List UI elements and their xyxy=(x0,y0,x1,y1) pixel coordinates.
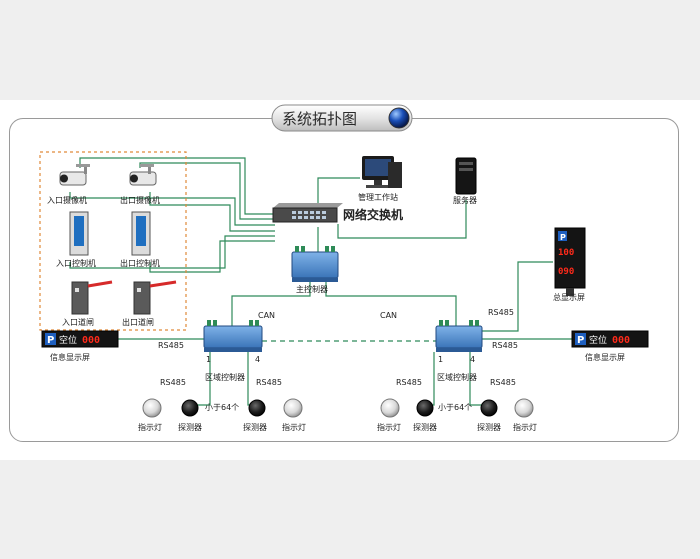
zone-left-port-4: 4 xyxy=(255,355,260,364)
lamp-label: 指示灯 xyxy=(513,422,537,432)
info-display-right: P 空位 000 xyxy=(571,330,649,348)
vacancy-label-right: 空位 xyxy=(589,334,607,346)
info-display-right-label: 信息显示屏 xyxy=(585,352,625,362)
globe-icon xyxy=(388,107,410,129)
vacancy-digits-left: 000 xyxy=(82,335,100,346)
detector-icon xyxy=(248,399,266,417)
entrance-camera-label: 入口摄像机 xyxy=(47,195,87,205)
zone-controller-right-label: 区域控制器 xyxy=(437,372,477,382)
parking-p-icon: P xyxy=(560,233,566,242)
server-label: 服务器 xyxy=(453,195,477,205)
exit-gate-label: 出口道闸 xyxy=(122,317,154,327)
entrance-controller-label: 入口控制机 xyxy=(56,258,96,268)
zone-controller-left xyxy=(203,320,263,352)
entrance-gate-label: 入口道闸 xyxy=(62,317,94,327)
indicator-lamp-icon xyxy=(514,398,534,418)
total-digits-1: 100 xyxy=(558,248,574,258)
detector-label: 探测器 xyxy=(243,422,267,432)
main-controller-label: 主控制器 xyxy=(296,284,328,294)
workstation-computer xyxy=(362,156,402,188)
entrance-barrier-gate xyxy=(71,280,113,315)
network-switch xyxy=(272,203,343,223)
server-tower xyxy=(455,157,477,195)
rs485-label-b: RS485 xyxy=(256,378,282,387)
entrance-camera xyxy=(59,164,90,186)
vacancy-label-left: 空位 xyxy=(59,334,77,346)
indicator-lamp-icon xyxy=(380,398,400,418)
indicator-lamp-icon xyxy=(142,398,162,418)
diagram-title: 系统拓扑图 xyxy=(282,110,357,128)
workstation-label: 管理工作站 xyxy=(358,192,398,202)
detector-label: 探测器 xyxy=(413,422,437,432)
indicator-lamp-icon xyxy=(283,398,303,418)
zone-right-port-1: 1 xyxy=(438,355,443,364)
count-note-right: 小于64个 xyxy=(438,403,472,412)
rs485-label-d: RS485 xyxy=(490,378,516,387)
exit-controller-label: 出口控制机 xyxy=(120,258,160,268)
zone-right-port-4: 4 xyxy=(470,355,475,364)
zone-controller-left-label: 区域控制器 xyxy=(205,372,245,382)
exit-barrier-gate xyxy=(133,280,177,315)
exit-controller xyxy=(131,211,151,256)
zone-left-port-1: 1 xyxy=(206,355,211,364)
exit-camera xyxy=(129,164,157,186)
lamp-label: 指示灯 xyxy=(138,422,162,432)
entrance-controller xyxy=(69,211,89,256)
info-display-left: P 空位 000 xyxy=(41,330,119,348)
rs485-label-left-display: RS485 xyxy=(158,341,184,350)
count-note-left: 小于64个 xyxy=(205,403,239,412)
entrance-group-box xyxy=(39,151,187,331)
lamp-label: 指示灯 xyxy=(377,422,401,432)
rs485-label-a: RS485 xyxy=(160,378,186,387)
title-badge: 系统拓扑图 xyxy=(271,104,413,132)
sensor-group-right xyxy=(380,398,534,418)
total-display-label: 总显示屏 xyxy=(553,292,585,302)
sensor-group-left xyxy=(142,398,303,418)
total-display: P 100 090 xyxy=(554,227,586,296)
parking-p-icon: P xyxy=(47,335,54,346)
vacancy-digits-right: 000 xyxy=(612,335,630,346)
info-display-left-label: 信息显示屏 xyxy=(50,352,90,362)
network-wires xyxy=(69,157,572,406)
rs485-label-c: RS485 xyxy=(396,378,422,387)
detector-label: 探测器 xyxy=(477,422,501,432)
detector-label: 探测器 xyxy=(178,422,202,432)
can-label-right: CAN xyxy=(380,311,397,320)
detector-icon xyxy=(480,399,498,417)
detector-icon xyxy=(416,399,434,417)
rs485-label-right-display: RS485 xyxy=(492,341,518,350)
total-digits-2: 090 xyxy=(558,267,574,277)
switch-label: 网络交换机 xyxy=(343,207,403,222)
exit-camera-label: 出口摄像机 xyxy=(120,195,160,205)
rs485-label-total: RS485 xyxy=(488,308,514,317)
main-controller xyxy=(291,246,339,282)
lamp-label: 指示灯 xyxy=(282,422,306,432)
detector-icon xyxy=(181,399,199,417)
zone-controller-right xyxy=(435,320,483,352)
parking-p-icon: P xyxy=(577,335,584,346)
can-label-left: CAN xyxy=(258,311,275,320)
